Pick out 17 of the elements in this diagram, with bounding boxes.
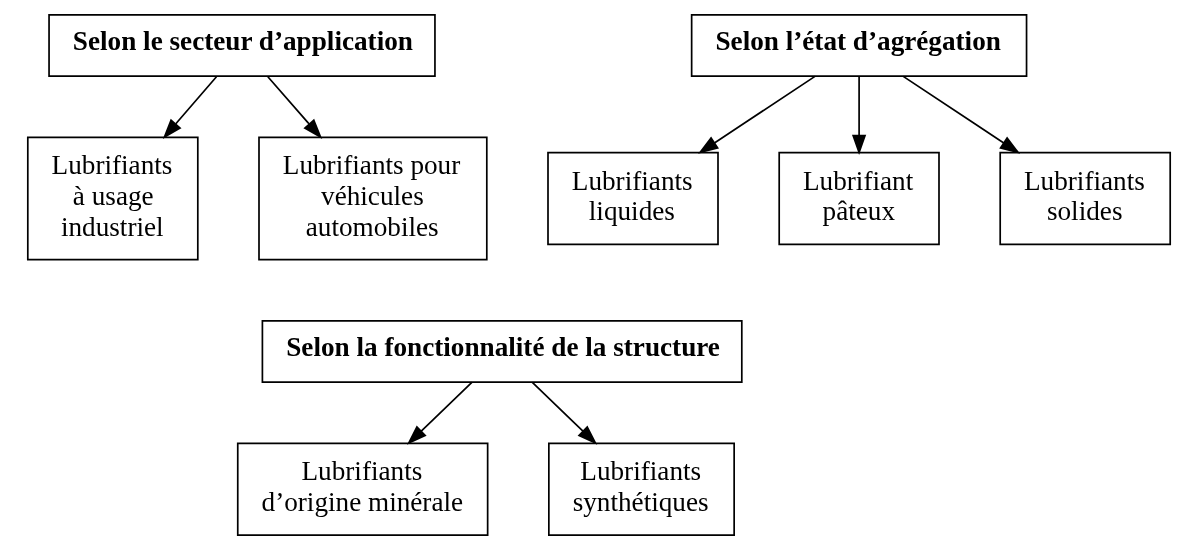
node-box: Selon la fonctionnalité de la structure [261,320,743,383]
node-box: Lubrifiants d’origine minérale [236,442,488,536]
arrow [697,75,816,154]
arrow [531,381,597,445]
arrow [851,75,866,156]
arrow [406,381,473,445]
arrow [266,75,322,139]
arrow [901,75,1020,154]
node-box: Lubrifiant pâteux [777,151,940,246]
node-box: Lubrifiants liquides [546,151,719,246]
arrow [162,75,217,139]
node-box: Lubrifiants à usage industriel [26,136,199,261]
node-box: Selon le secteur d’application [47,14,436,77]
node-box: Lubrifiants synthétiques [547,442,735,536]
node-box: Lubrifiants pour véhicules automobiles [257,136,488,261]
node-box: Lubrifiants solides [998,151,1171,246]
node-box: Selon l’état d’agrégation [690,14,1027,77]
